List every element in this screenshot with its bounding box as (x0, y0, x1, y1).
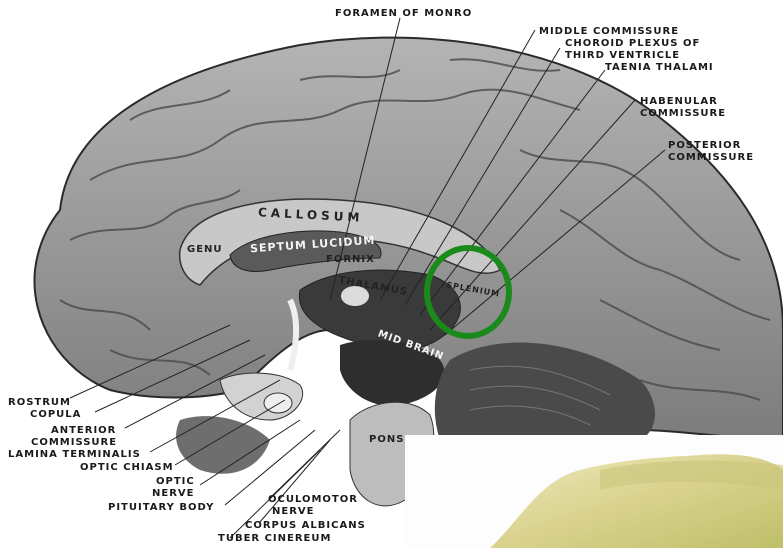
label-oculomotor-nerve: NERVE (272, 506, 314, 517)
label-fornix: FORNIX (326, 254, 375, 265)
label-lamina-terminalis: LAMINA TERMINALIS (8, 449, 141, 460)
label-habenular: HABENULAR (640, 96, 718, 107)
label-optic-chiasm: OPTIC CHIASM (80, 462, 174, 473)
label-corpus-albicans: CORPUS ALBICANS (245, 520, 366, 531)
label-pituitary-body: PITUITARY BODY (108, 502, 214, 513)
label-middle-commissure: MIDDLE COMMISSURE (539, 26, 679, 37)
label-anterior-commissure: COMMISSURE (31, 437, 117, 448)
label-rostrum: ROSTRUM (8, 397, 71, 408)
label-taenia-thalami: TAENIA THALAMI (605, 62, 714, 73)
label-anterior: ANTERIOR (51, 425, 116, 436)
label-optic: OPTIC (156, 476, 195, 487)
label-optic-nerve: NERVE (152, 488, 194, 499)
label-tuber-cinereum: TUBER CINEREUM (218, 533, 331, 544)
label-habenular-commissure: COMMISSURE (640, 108, 726, 119)
label-third-ventricle: THIRD VENTRICLE (565, 50, 680, 61)
label-genu: GENU (187, 244, 223, 255)
label-posterior: POSTERIOR (668, 140, 741, 151)
label-posterior-commissure: COMMISSURE (668, 152, 754, 163)
label-pons: PONS (369, 434, 404, 445)
label-foramen-of-monro: FORAMEN OF MONRO (335, 8, 472, 19)
label-choroid-plexus: CHOROID PLEXUS OF (565, 38, 700, 49)
label-oculomotor: OCULOMOTOR (268, 494, 358, 505)
label-copula: COPULA (30, 409, 81, 420)
